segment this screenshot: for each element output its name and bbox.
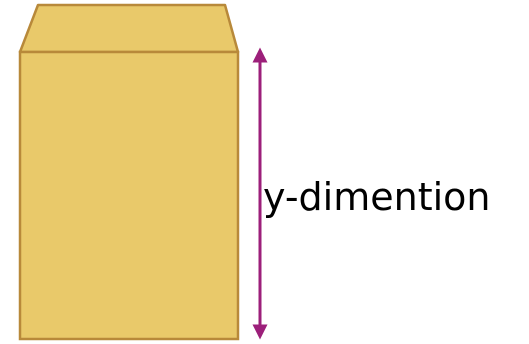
y-dimension-label: y-dimention — [263, 175, 490, 219]
envelope-body — [18, 50, 240, 341]
envelope-flap — [18, 3, 240, 54]
